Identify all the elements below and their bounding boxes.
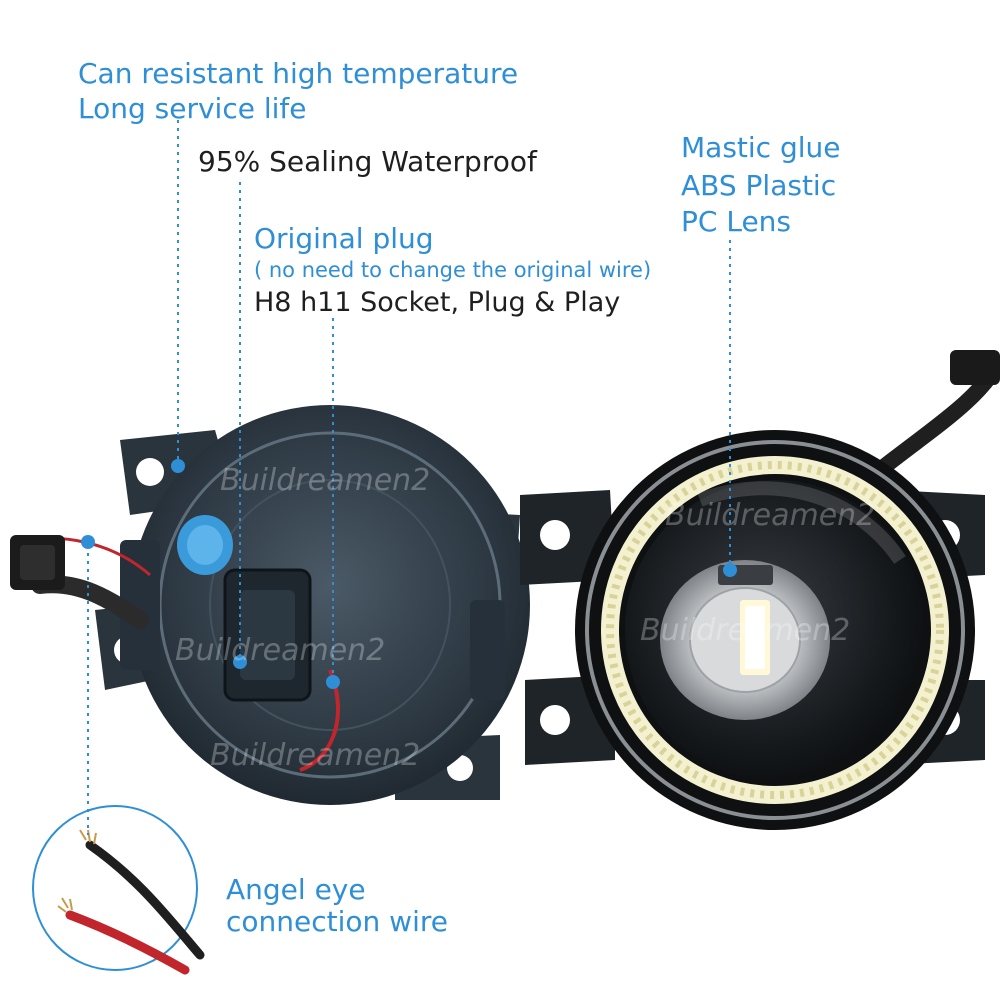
callout-service-life: Long service life — [78, 92, 307, 125]
callout-plug-note: ( no need to change the original wire) — [254, 258, 652, 282]
watermark-text: Buildreamen2 — [220, 463, 430, 498]
leader-lines — [87, 120, 731, 835]
callout-socket: H8 h11 Socket, Plug & Play — [254, 287, 621, 318]
rear-fog-light — [10, 405, 530, 805]
front-fog-light — [520, 350, 1000, 830]
callout-mastic: Mastic glue — [681, 131, 841, 164]
callout-abs: ABS Plastic — [681, 169, 837, 202]
callout-plug-title: Original plug — [254, 222, 434, 255]
watermark-text: Buildreamen2 — [175, 633, 385, 668]
watermark-text: Buildreamen2 — [210, 738, 420, 773]
callout-temperature: Can resistant high temperature — [78, 57, 519, 90]
callout-sealing: 95% Sealing Waterproof — [198, 145, 537, 178]
leader-dots — [81, 459, 737, 689]
callout-angel-eye-line1: Angel eye — [226, 873, 366, 906]
wire-detail-inset — [32, 805, 205, 975]
watermark-text: Buildreamen2 — [665, 498, 875, 533]
watermark-text: Buildreamen2 — [640, 613, 850, 648]
callout-pc-lens: PC Lens — [681, 205, 792, 238]
callout-angel-eye-line2: connection wire — [226, 905, 448, 938]
watermarks: Buildreamen2 Buildreamen2 Buildreamen2 B… — [175, 463, 875, 773]
